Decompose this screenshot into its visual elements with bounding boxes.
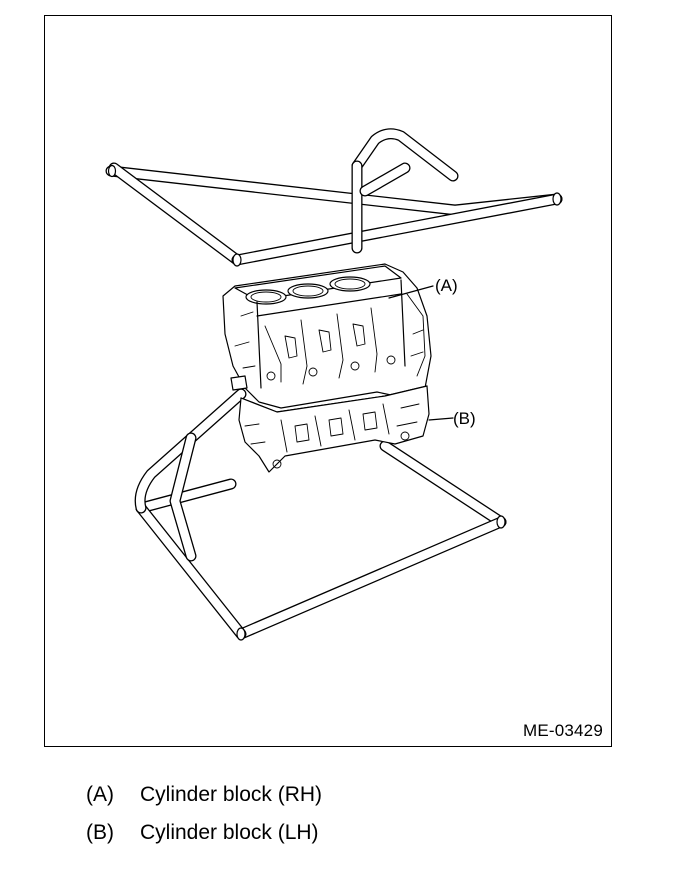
legend-text: Cylinder block (RH): [140, 783, 323, 806]
figure-frame: .tube { fill: none; stroke: #000; stroke…: [44, 15, 612, 747]
callout-a-label: (A): [435, 276, 458, 295]
callout-leaders: [388, 285, 454, 421]
legend-text: Cylinder block (LH): [140, 821, 319, 844]
legend-key: (B): [86, 821, 114, 844]
stand-lower-frame: [134, 388, 507, 641]
legend-key: (A): [86, 783, 114, 806]
engine-stand-illustration: .tube { fill: none; stroke: #000; stroke…: [105, 128, 563, 641]
legend-item: (B) Cylinder block (LH): [86, 814, 626, 852]
cylinder-block: [222, 263, 432, 473]
figure-id: ME-03429: [522, 721, 603, 740]
callout-b-label: (B): [453, 409, 476, 428]
stand-upper-frame: [105, 128, 563, 267]
legend-item: (A) Cylinder block (RH): [86, 776, 626, 814]
legend: (A) Cylinder block (RH) (B) Cylinder blo…: [86, 776, 626, 852]
